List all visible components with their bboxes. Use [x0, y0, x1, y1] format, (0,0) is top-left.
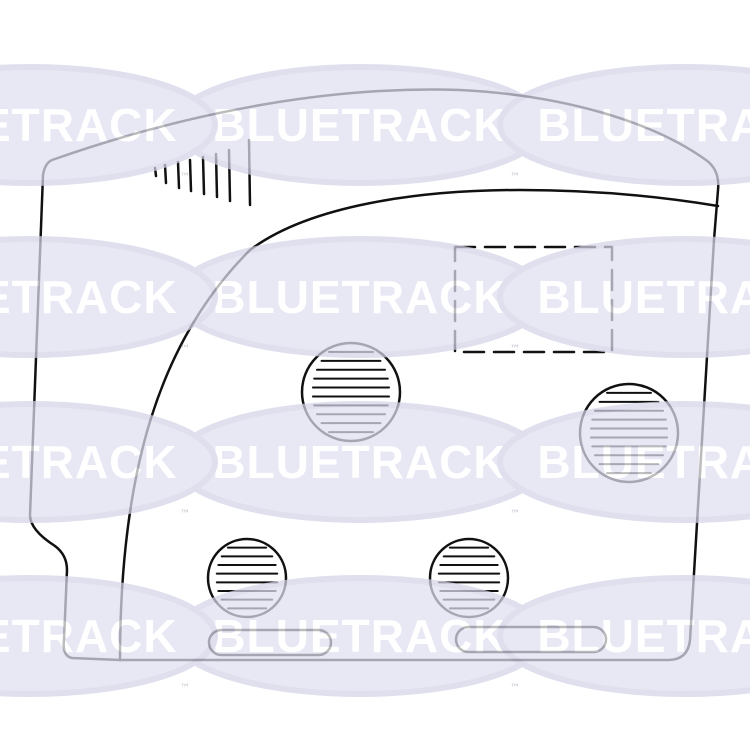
watermark-logo: BLUETRACK ™	[0, 236, 218, 358]
watermark-text: BLUETRACK	[212, 436, 507, 488]
watermark-text: BLUETRACK	[0, 271, 178, 323]
watermark-text: BLUETRACK	[0, 436, 178, 488]
watermark-text: BLUETRACK	[0, 610, 178, 662]
watermark-logo: BLUETRACK ™	[172, 575, 548, 697]
watermark-oval	[497, 575, 750, 697]
vent-slot	[188, 158, 193, 193]
watermark-oval	[497, 401, 750, 523]
watermark-logo: BLUETRACK ™	[0, 401, 218, 523]
watermark-trademark: ™	[510, 509, 520, 520]
watermark-text: BLUETRACK	[537, 271, 750, 323]
watermark-logo: BLUETRACK ™	[497, 401, 750, 523]
watermark-trademark: ™	[510, 683, 520, 694]
watermark-trademark: ™	[510, 172, 520, 183]
watermark-trademark: ™	[180, 172, 190, 183]
watermark-trademark: ™	[510, 344, 520, 355]
watermark-oval	[0, 236, 218, 358]
watermark-logo: BLUETRACK ™	[0, 64, 218, 186]
watermark-logo: BLUETRACK ™	[497, 64, 750, 186]
vent-slot	[201, 155, 206, 196]
watermark-oval	[0, 401, 218, 523]
watermark-trademark: ™	[180, 683, 190, 694]
watermark-text: BLUETRACK	[212, 99, 507, 151]
watermark-text: BLUETRACK	[537, 610, 750, 662]
watermark-logo: BLUETRACK ™	[497, 575, 750, 697]
watermark-text: BLUETRACK	[537, 99, 750, 151]
vent-slot	[163, 163, 168, 185]
watermark-text: BLUETRACK	[0, 99, 178, 151]
watermark-logo: BLUETRACK ™	[497, 236, 750, 358]
watermark-oval	[0, 64, 218, 186]
watermark-text: BLUETRACK	[537, 436, 750, 488]
watermark-text: BLUETRACK	[212, 271, 507, 323]
watermark-oval	[0, 575, 218, 697]
vent-slot	[176, 160, 181, 190]
watermark-layer: BLUETRACK ™ BLUETRACK ™ BLUETRACK ™ BLUETRACK ™…	[0, 64, 750, 697]
watermark-logo: BLUETRACK ™	[172, 64, 548, 186]
watermark-trademark: ™	[180, 344, 190, 355]
watermark-oval	[497, 64, 750, 186]
watermark-trademark: ™	[180, 509, 190, 520]
watermark-text: BLUETRACK	[212, 610, 507, 662]
watermark-logo: BLUETRACK ™	[172, 236, 548, 358]
watermark-oval	[497, 236, 750, 358]
watermark-logo: BLUETRACK ™	[172, 401, 548, 523]
watermark-logo: BLUETRACK ™	[0, 575, 218, 697]
